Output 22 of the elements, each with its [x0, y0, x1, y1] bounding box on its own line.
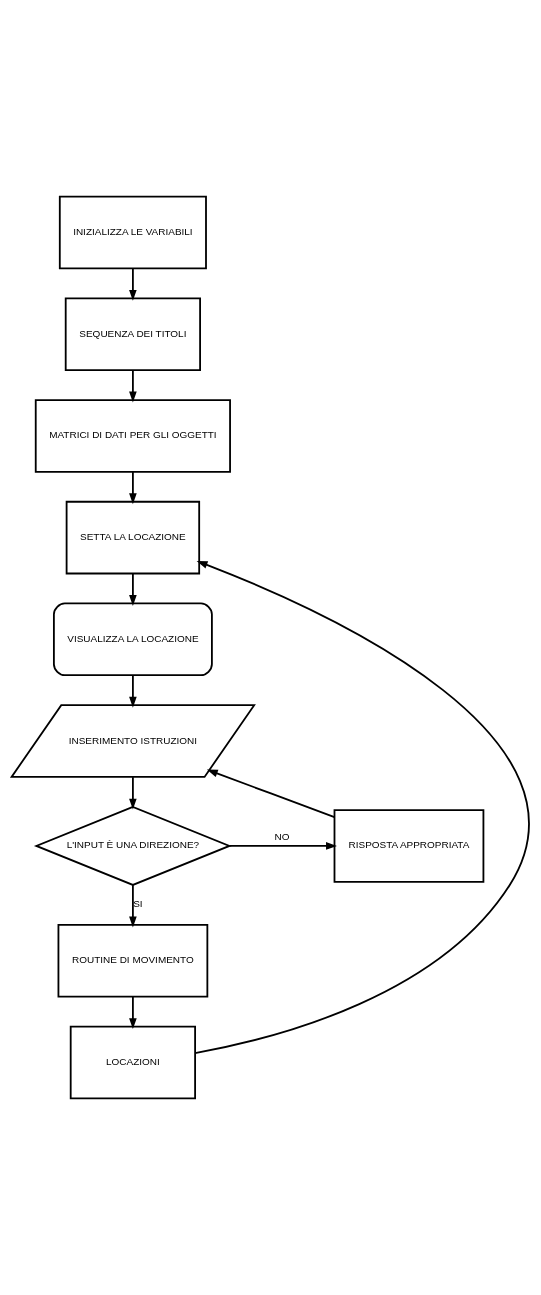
node-box: SEQUENZA DEI TITOLI [64, 297, 201, 371]
node-box: LOCAZIONI [69, 1025, 196, 1100]
arrow [129, 369, 137, 403]
arrow [129, 267, 137, 301]
arrow [194, 560, 530, 1054]
node-box: MATRICI DI DATI PER GLI OGGETTI [34, 399, 231, 473]
arrow [228, 842, 337, 850]
node-box: INIZIALIZZA LE VARIABILI [58, 195, 207, 270]
arrow [129, 776, 137, 810]
arrow [129, 884, 137, 928]
node-box: VISUALIZZA LA LOCAZIONE [53, 602, 213, 677]
arrow [129, 996, 137, 1030]
edge-label: NO [274, 831, 290, 843]
arrow [129, 572, 137, 606]
arrow [129, 471, 137, 505]
node-box: SETTA LA LOCAZIONE [65, 500, 201, 575]
node-box: RISPOSTA APPROPRIATA [333, 809, 485, 883]
arrow [129, 674, 137, 708]
arrow [206, 769, 336, 819]
edge-label: SI [133, 898, 143, 910]
node-diamond: L'INPUT È UNA DIREZIONE? [33, 805, 232, 886]
node-box: ROUTINE DI MOVIMENTO [57, 924, 209, 998]
